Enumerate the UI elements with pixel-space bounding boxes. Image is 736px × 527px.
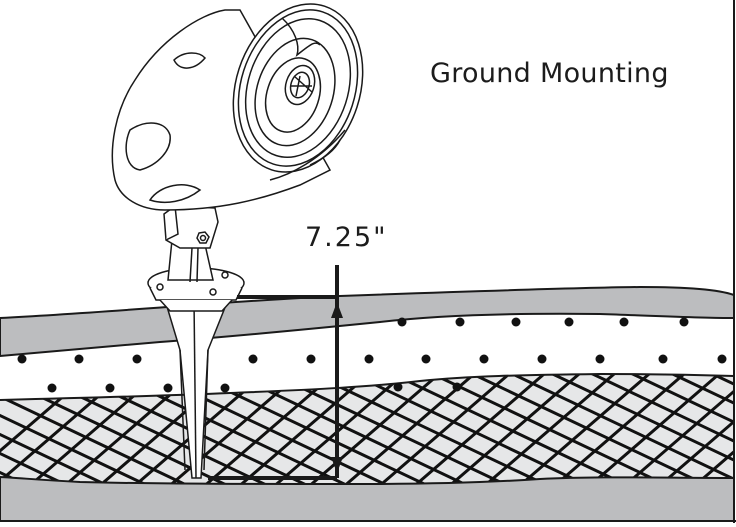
hatched-subsoil-layer <box>0 372 735 484</box>
swivel-bracket <box>163 205 219 283</box>
dimension-lines <box>208 265 343 480</box>
speaker-head <box>111 3 364 211</box>
soil-dots <box>17 317 727 393</box>
diagram-title: Ground Mounting <box>430 58 669 89</box>
gray-soil-band-bottom <box>0 475 735 522</box>
dimension-label: 7.25" <box>305 222 388 253</box>
